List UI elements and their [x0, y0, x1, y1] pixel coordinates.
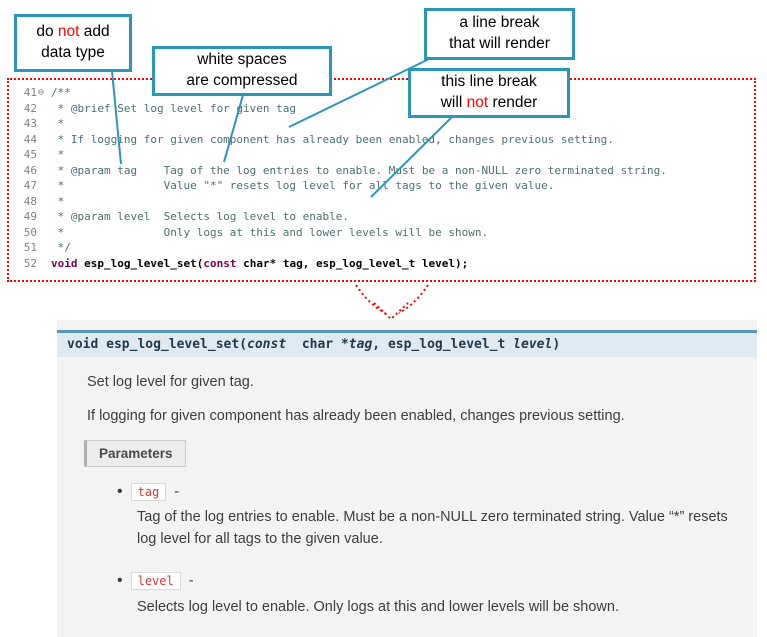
callout-line: do not add	[36, 22, 109, 43]
signature-function-name: esp_log_level_set(	[98, 337, 248, 352]
fold-gutter	[37, 101, 51, 117]
callout-line: that will render	[449, 35, 550, 52]
code-line: 46 * @param tag Tag of the log entries t…	[9, 163, 754, 179]
fold-gutter	[37, 194, 51, 210]
keyword-const: const	[203, 256, 237, 270]
code-line: 47 * Value "*" resets log level for all …	[9, 178, 754, 194]
signature-text: )	[552, 337, 561, 352]
line-number: 43	[23, 117, 37, 130]
code-editor-snippet: 41⊖ /** 42 * @brief Set log level for giv…	[7, 78, 756, 282]
code-text: * @param tag Tag of the log entries to e…	[51, 163, 667, 177]
line-number: 51	[23, 241, 37, 254]
line-number: 44	[23, 132, 37, 146]
callout-break-renders: a line break that will render	[424, 8, 575, 60]
fold-gutter	[37, 209, 51, 225]
callout-text: add	[79, 23, 110, 41]
param-description: Tag of the log entries to enable. Must b…	[137, 509, 728, 548]
code-text: char* tag, esp_log_level_t level);	[236, 256, 469, 270]
callout-line: are compressed	[186, 72, 298, 89]
code-text: *	[51, 117, 65, 130]
code-text: */	[51, 241, 71, 254]
param-item-level: • level -	[117, 572, 194, 590]
code-text: * If logging for given component has alr…	[51, 132, 614, 146]
callout-text: will	[440, 94, 467, 111]
signature-keyword-const: const	[247, 337, 287, 352]
line-number: 46	[23, 163, 37, 177]
fold-gutter	[37, 240, 51, 256]
code-line: 45 *	[9, 147, 754, 163]
code-line: 49 * @param level Selects log level to e…	[9, 209, 754, 225]
callout-whitespace: white spaces are compressed	[152, 46, 332, 96]
line-number: 42	[23, 101, 37, 115]
code-line-function-declaration: 52 void esp_log_level_set(const char* tag…	[9, 256, 754, 272]
code-line: 44 * If logging for given component has …	[9, 132, 754, 148]
doc-brief: Set log level for given tag.	[87, 374, 254, 390]
code-text: *	[51, 194, 65, 208]
dotted-down-arrow-icon	[355, 284, 429, 321]
line-number: 48	[23, 194, 37, 208]
code-line: 41⊖ /**	[9, 85, 754, 101]
line-number: 47	[23, 179, 37, 192]
keyword-void: void	[51, 256, 85, 270]
code-text: *	[51, 148, 65, 161]
bullet-icon: •	[117, 483, 123, 500]
callout-line: white spaces	[197, 51, 287, 69]
code-line: 50 * Only logs at this and lower levels …	[9, 225, 754, 241]
signature-text: char *	[286, 337, 349, 352]
code-line: 43 *	[9, 116, 754, 132]
fold-gutter	[37, 132, 51, 148]
fold-gutter	[37, 163, 51, 179]
param-dash: -	[188, 573, 194, 589]
fold-gutter	[37, 225, 51, 241]
param-dash: -	[174, 484, 180, 500]
callout-text-red: not	[57, 23, 80, 41]
line-number: 49	[23, 210, 37, 223]
signature-type: esp_log_level_t	[387, 337, 514, 352]
code-line: 48 *	[9, 194, 754, 210]
code-text: * Only logs at this and lower levels wil…	[51, 225, 489, 239]
code-text: * Value "*" resets log level for all tag…	[51, 179, 555, 192]
signature-arg-level: level	[513, 337, 553, 352]
rendered-docs-panel: void esp_log_level_set(const char *tag, …	[57, 320, 757, 637]
line-number: 45	[23, 148, 37, 161]
signature-keyword-void: void	[67, 337, 99, 352]
doc-description: If logging for given component has alrea…	[87, 408, 625, 424]
callout-line: this line break	[441, 73, 537, 91]
callout-text: do	[36, 23, 58, 41]
callout-line: a line break	[459, 14, 540, 32]
bullet-icon: •	[117, 572, 123, 589]
line-number: 41	[23, 86, 37, 99]
function-signature: void esp_log_level_set(const char *tag, …	[57, 330, 757, 357]
code-text: * @brief Set log level for given tag	[51, 101, 297, 115]
param-description: Selects log level to enable. Only logs a…	[137, 599, 619, 615]
signature-text: ,	[372, 337, 388, 352]
fold-gutter	[37, 256, 51, 272]
fold-gutter	[37, 116, 51, 132]
fold-gutter	[37, 178, 51, 194]
fold-gutter	[37, 147, 51, 163]
param-name-chip: tag	[130, 483, 167, 501]
code-line: 51 */	[9, 240, 754, 256]
code-text: void esp_log_level_set(const char* tag, …	[51, 256, 468, 272]
callout-text-red: not	[466, 94, 489, 111]
callout-break-not-render: this line break will not render	[408, 68, 570, 118]
function-name: esp_log_level_set(	[84, 256, 204, 270]
param-item-tag: • tag -	[117, 483, 179, 501]
parameters-label: Parameters	[84, 440, 186, 467]
callout-line: data type	[41, 44, 105, 61]
callout-line: will not render	[441, 93, 538, 114]
code-text: * @param level Selects log level to enab…	[51, 210, 350, 223]
line-number: 52	[23, 256, 37, 270]
signature-arg-tag: tag	[348, 337, 373, 352]
callout-no-datatype: do not add data type	[14, 14, 132, 72]
line-number: 50	[23, 225, 37, 239]
param-name-chip: level	[130, 572, 181, 590]
code-text: /**	[51, 86, 71, 99]
fold-marker-icon: ⊖	[38, 87, 45, 98]
callout-text: render	[488, 94, 538, 111]
code-line: 42 * @brief Set log level for given tag	[9, 101, 754, 117]
